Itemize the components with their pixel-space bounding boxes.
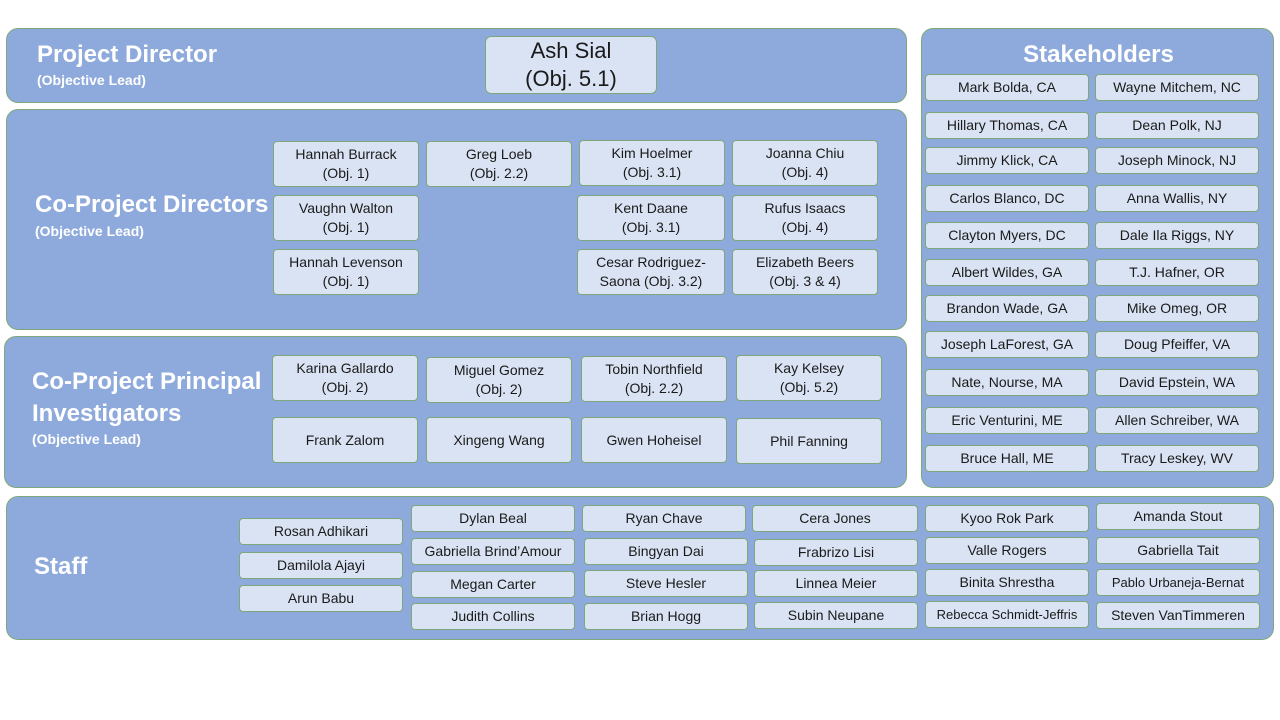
org-member-box: Clayton Myers, DC [925,222,1089,249]
stakeholders-panel: Stakeholders Mark Bolda, CA Wayne Mitche… [921,28,1274,488]
project-director-panel: Project Director (Objective Lead) Ash Si… [6,28,907,103]
org-member-box: Hillary Thomas, CA [925,112,1089,139]
co-project-pis-title-line1: Co-Project Principal [32,368,262,395]
org-member-box: Joseph Minock, NJ [1095,147,1259,174]
org-member-box: Ryan Chave [582,505,746,532]
org-member-box: Gwen Hoheisel [581,417,727,463]
org-member-box: Doug Pfeiffer, VA [1095,331,1259,358]
org-member-box: Subin Neupane [754,602,918,629]
org-member-box: Dean Polk, NJ [1095,112,1259,139]
org-member-box: Cera Jones [752,505,918,532]
org-member-box: Kent Daane (Obj. 3.1) [577,195,725,241]
org-member-box: Wayne Mitchem, NC [1095,74,1259,101]
org-member-box: Phil Fanning [736,418,882,464]
org-member-box: Joseph LaForest, GA [925,331,1089,358]
org-member-box: Kyoo Rok Park [925,505,1089,532]
org-member-box: Rufus Isaacs (Obj. 4) [732,195,878,241]
org-member-box: Steven VanTimmeren [1096,602,1260,629]
staff-panel: Staff Rosan Adhikari Damilola Ajayi Arun… [6,496,1274,640]
org-member-box: Valle Rogers [925,537,1089,564]
org-member-box: T.J. Hafner, OR [1095,259,1259,286]
org-member-box: Brandon Wade, GA [925,295,1089,322]
org-member-box: Frank Zalom [272,417,418,463]
org-member-box: Mike Omeg, OR [1095,295,1259,322]
org-member-box: Anna Wallis, NY [1095,185,1259,212]
org-member-box: Kim Hoelmer (Obj. 3.1) [579,140,725,186]
org-member-box: Carlos Blanco, DC [925,185,1089,212]
org-member-box: Binita Shrestha [925,569,1089,596]
org-member-box: Dale Ila Riggs, NY [1095,222,1259,249]
org-member-box: Damilola Ajayi [239,552,403,579]
stakeholders-title: Stakeholders [1023,41,1174,68]
org-member-box: Mark Bolda, CA [925,74,1089,101]
org-member-box: Tobin Northfield (Obj. 2.2) [581,356,727,402]
co-project-directors-subtitle: (Objective Lead) [35,223,144,239]
org-member-box: Allen Schreiber, WA [1095,407,1259,434]
org-member-box: Albert Wildes, GA [925,259,1089,286]
org-member-box: Eric Venturini, ME [925,407,1089,434]
co-project-directors-title: Co-Project Directors [35,191,269,218]
org-member-box: Frabrizo Lisi [754,539,918,566]
org-member-box: Amanda Stout [1096,503,1260,530]
org-member-box: Arun Babu [239,585,403,612]
staff-title: Staff [34,553,88,580]
org-member-box: Megan Carter [411,571,575,598]
org-member-box: Karina Gallardo (Obj. 2) [272,355,418,401]
co-project-pis-panel: Co-Project Principal Investigators (Obje… [4,336,907,488]
org-member-box: Brian Hogg [584,603,748,630]
co-project-directors-panel: Co-Project Directors (Objective Lead) Ha… [6,109,907,330]
org-member-box: Judith Collins [411,603,575,630]
org-member-box: Greg Loeb (Obj. 2.2) [426,141,572,187]
org-member-box: Xingeng Wang [426,417,572,463]
org-member-box: Jimmy Klick, CA [925,147,1089,174]
org-member-box: Bruce Hall, ME [925,445,1089,472]
org-member-box: Tracy Leskey, WV [1095,445,1259,472]
org-member-box: David Epstein, WA [1095,369,1259,396]
org-member-box: Rebecca Schmidt-Jeffris [925,601,1089,628]
co-project-pis-title-line2: Investigators [32,400,182,427]
org-member-box: Miguel Gomez (Obj. 2) [426,357,572,403]
org-member-box: Hannah Burrack (Obj. 1) [273,141,419,187]
org-member-box: Elizabeth Beers (Obj. 3 & 4) [732,249,878,295]
org-member-box: Cesar Rodriguez- Saona (Obj. 3.2) [577,249,725,295]
org-member-box: Gabriella Brind’Amour [411,538,575,565]
project-director-subtitle: (Objective Lead) [37,72,146,88]
org-member-box: Ash Sial (Obj. 5.1) [485,36,657,94]
org-member-box: Vaughn Walton (Obj. 1) [273,195,419,241]
org-member-box: Kay Kelsey (Obj. 5.2) [736,355,882,401]
org-member-box: Joanna Chiu (Obj. 4) [732,140,878,186]
org-member-box: Hannah Levenson (Obj. 1) [273,249,419,295]
org-member-box: Pablo Urbaneja-Bernat [1096,569,1260,596]
org-member-box: Dylan Beal [411,505,575,532]
org-member-box: Steve Hesler [584,570,748,597]
org-member-box: Gabriella Tait [1096,537,1260,564]
org-member-box: Linnea Meier [754,570,918,597]
org-member-box: Bingyan Dai [584,538,748,565]
org-member-box: Rosan Adhikari [239,518,403,545]
project-director-title: Project Director [37,41,218,68]
co-project-pis-subtitle: (Objective Lead) [32,431,141,447]
org-member-box: Nate, Nourse, MA [925,369,1089,396]
